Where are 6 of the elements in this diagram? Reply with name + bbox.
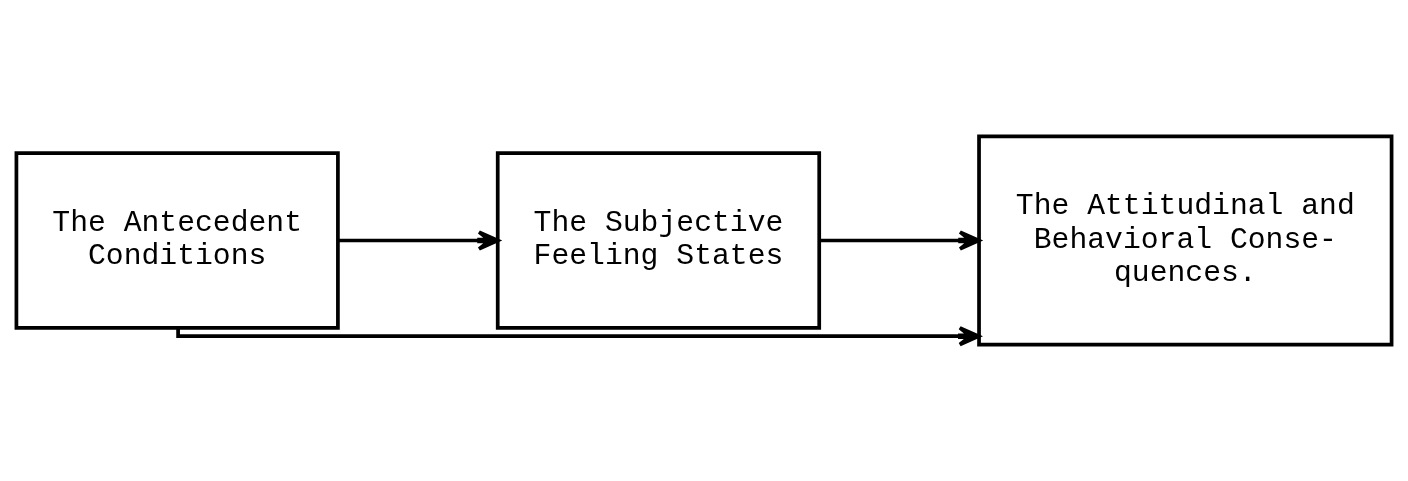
arrow (338, 230, 500, 251)
node-box: The Attitudinal and Behavioral Conse- quences. (977, 134, 1394, 347)
arrow (176, 325, 981, 347)
arrow (819, 230, 981, 251)
node-box: The Subjective Feeling States (495, 151, 822, 330)
node-box: The Antecedent Conditions (14, 151, 340, 330)
